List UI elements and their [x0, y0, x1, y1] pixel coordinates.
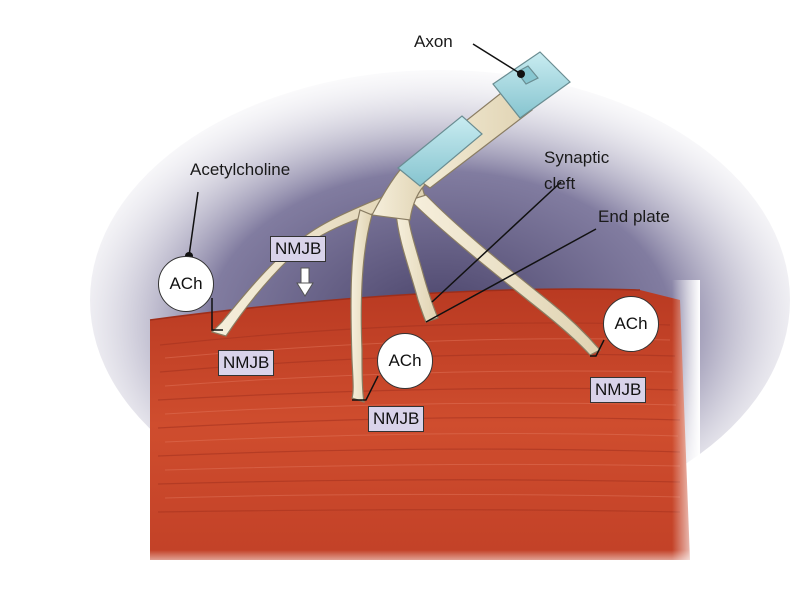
axon-pointer-dot	[517, 70, 525, 78]
label-axon: Axon	[414, 32, 453, 51]
nmjb-box-right: NMJB	[590, 377, 647, 403]
axon	[397, 51, 571, 189]
label-synaptic-cleft-line2: cleft	[544, 174, 576, 193]
ach-circle-right: ACh	[603, 296, 659, 352]
label-acetylcholine: Acetylcholine	[190, 160, 291, 179]
label-end-plate: End plate	[598, 207, 670, 226]
ach-circle-middle: ACh	[377, 333, 433, 389]
nmjb-box-middle: NMJB	[368, 406, 425, 432]
leader-lines	[188, 43, 605, 401]
nmjb-box-top: NMJB	[270, 236, 327, 262]
nmjb-box-left: NMJB	[218, 350, 275, 376]
label-synaptic-cleft-line1: Synaptic	[544, 148, 610, 167]
nmjb-arrow	[296, 267, 314, 297]
ach-circle-left: ACh	[158, 256, 214, 312]
